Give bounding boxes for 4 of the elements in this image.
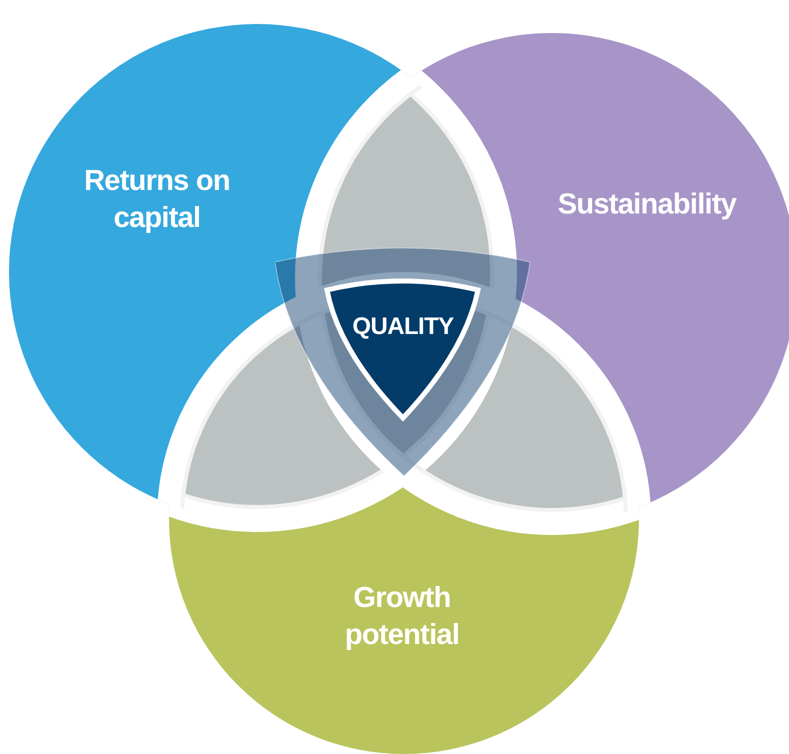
shield-label: QUALITY	[352, 312, 454, 342]
circle-label: Returns on capital	[83, 164, 231, 236]
circle-label: Sustainability	[558, 188, 736, 222]
circle-label: Growth potential	[344, 581, 460, 653]
